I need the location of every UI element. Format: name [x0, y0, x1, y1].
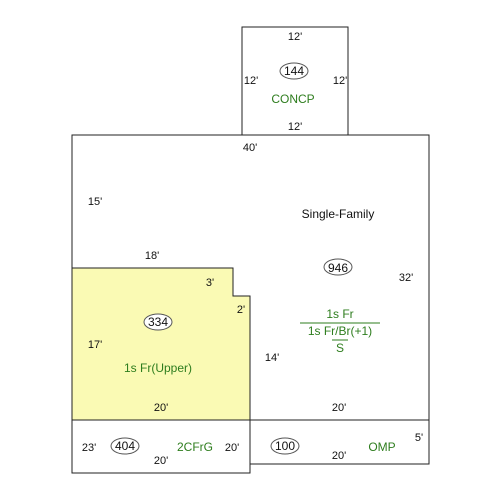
sf-dim-notch-top: 3' — [206, 277, 214, 289]
garage-label: 2CFrG — [177, 440, 213, 454]
concp-area: 144 — [284, 64, 304, 78]
concp-dim-bottom: 12' — [288, 121, 302, 133]
sf-dim-top: 40' — [243, 142, 257, 154]
sf-dim-right: 32' — [399, 272, 413, 284]
omp-dim-right: 5' — [415, 432, 423, 444]
garage-area: 404 — [115, 439, 135, 453]
concp-label: CONCP — [271, 92, 314, 106]
garage-area-oval — [110, 437, 140, 455]
sf-code-line3: S — [336, 341, 344, 355]
single-family-label: Single-Family — [302, 207, 375, 221]
garage-dim-right: 20' — [225, 442, 239, 454]
upper-label: 1s Fr(Upper) — [124, 361, 192, 375]
upper-area-oval — [143, 313, 173, 331]
garage-dim-bottom: 20' — [154, 455, 168, 467]
garage-dim-left: 23' — [82, 442, 96, 454]
concp-area-oval — [279, 62, 309, 80]
sf-dim-inner-side: 14' — [265, 352, 279, 364]
omp-area: 100 — [275, 439, 295, 453]
sf-area: 946 — [328, 261, 348, 275]
upper-dim-bottom: 20' — [154, 402, 168, 414]
upper-dim-left: 17' — [88, 339, 102, 351]
sf-code-line2: 1s Fr/Br(+1) — [308, 324, 372, 338]
upper-area: 334 — [148, 315, 168, 329]
concp-dim-right: 12' — [333, 75, 347, 87]
concp-dim-top: 12' — [288, 31, 302, 43]
concp-dim-left: 12' — [244, 75, 258, 87]
omp-dim-bottom: 20' — [332, 450, 346, 462]
sf-code-line1: 1s Fr — [326, 307, 353, 321]
sf-area-oval — [323, 258, 353, 276]
sf-dim-notch-side: 2' — [237, 304, 245, 316]
upper-dim-top: 18' — [145, 250, 159, 262]
sf-dim-left: 15' — [88, 196, 102, 208]
omp-label: OMP — [368, 440, 395, 454]
omp-outline — [249, 419, 430, 465]
sf-dim-bottom: 20' — [332, 402, 346, 414]
omp-area-oval — [270, 437, 300, 455]
